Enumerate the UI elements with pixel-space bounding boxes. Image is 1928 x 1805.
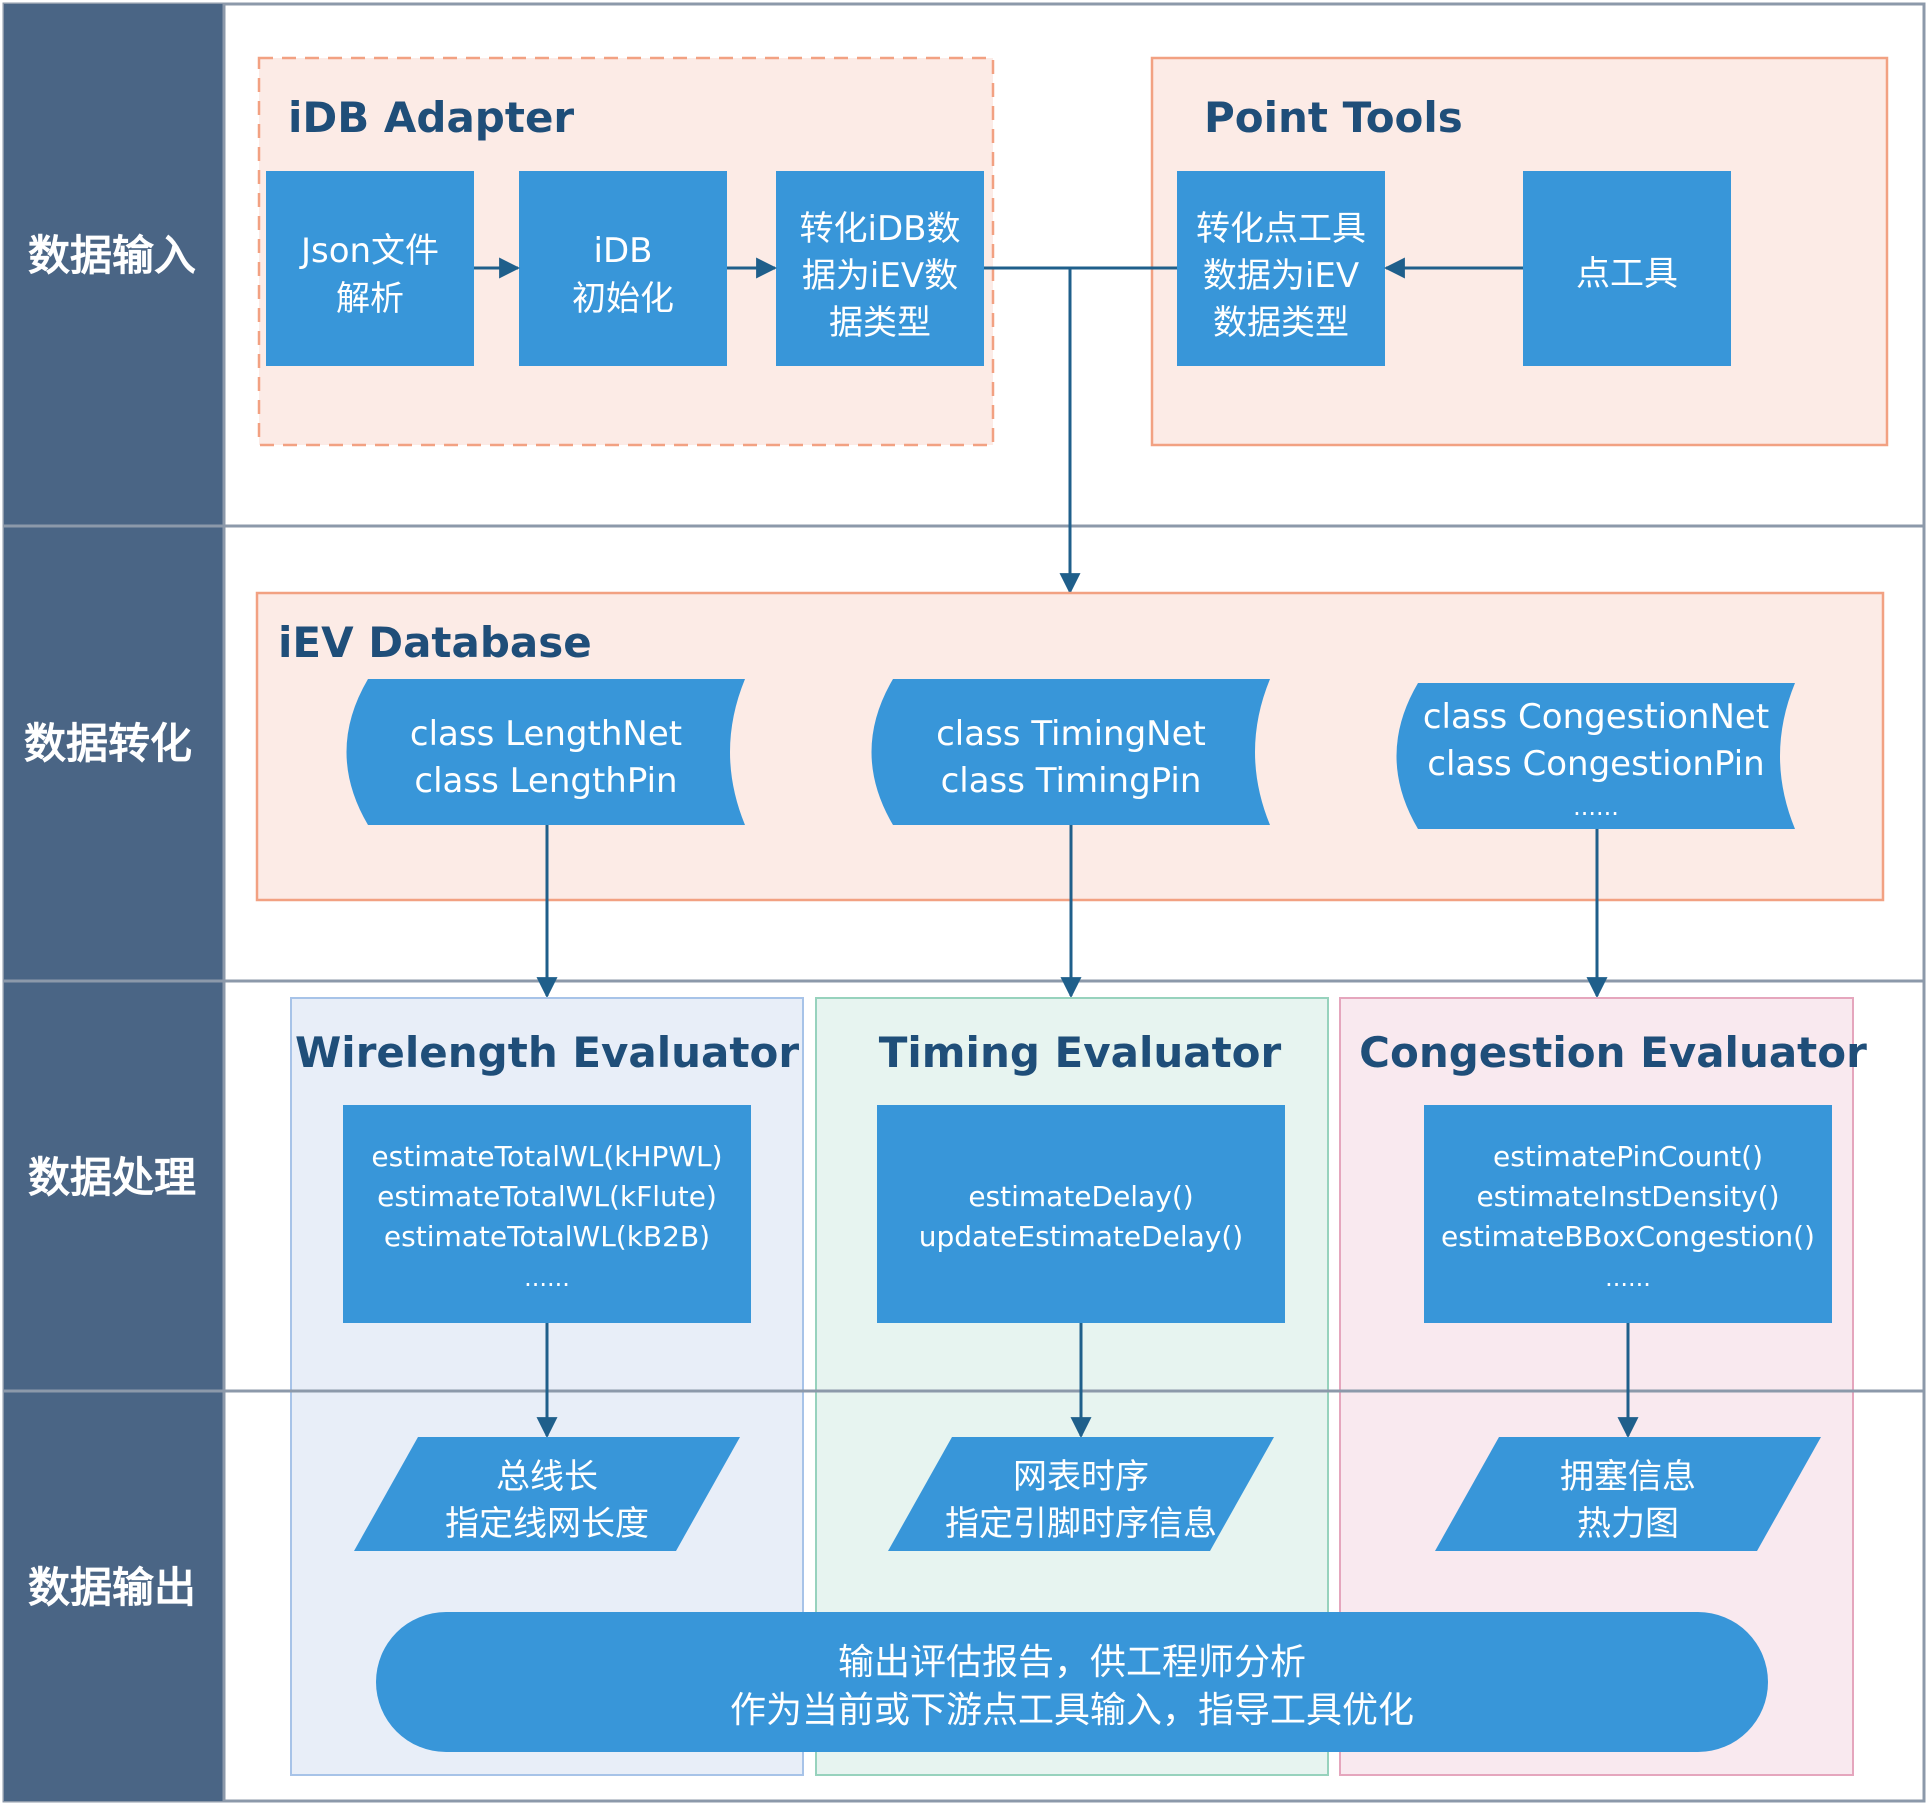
timing-class-line-2: class TimingPin — [941, 761, 1202, 801]
timing-output-line-2: 指定引脚时序信息 — [945, 1504, 1217, 1544]
idb-adapter-title: iDB Adapter — [288, 93, 574, 142]
point-tool-box — [1523, 171, 1731, 366]
congestion-class-store — [1396, 683, 1795, 829]
convert-point-line-1: 转化点工具 — [1196, 209, 1366, 249]
point-tools-title: Point Tools — [1204, 93, 1463, 142]
congestion-evaluator: Congestion Evaluator estimatePinCount() … — [1359, 1028, 1867, 1551]
wirelength-evaluator: Wirelength Evaluator estimateTotalWL(kHP… — [295, 1028, 799, 1551]
idb-adapter-group: iDB Adapter Json文件 解析 iDB 初始化 转化iDB数 据为i… — [257, 56, 995, 447]
convert-idb-box — [776, 171, 984, 366]
congestion-methods-box — [1424, 1105, 1832, 1323]
lane-label-output: 数据输出 — [28, 1563, 196, 1612]
json-parse-line-2: 解析 — [336, 279, 404, 319]
lane-label-input: 数据输入 — [28, 231, 196, 280]
lane-column — [4, 4, 224, 1801]
idb-init-box — [519, 171, 727, 366]
report-pill — [376, 1612, 1768, 1752]
congestion-output-line-2: 热力图 — [1577, 1504, 1679, 1544]
convert-idb-line-3: 据类型 — [829, 303, 931, 343]
timing-class-store — [871, 679, 1270, 825]
timing-method-1: estimateDelay() — [968, 1180, 1193, 1213]
wirelength-method-3: estimateTotalWL(kB2B) — [384, 1220, 710, 1253]
point-tools-group: Point Tools 转化点工具 数据为iEV 数据类型 点工具 — [1150, 56, 1889, 447]
wirelength-output-line-1: 总线长 — [496, 1457, 598, 1497]
length-class-line-2: class LengthPin — [414, 761, 677, 801]
congestion-method-2: estimateInstDensity() — [1476, 1180, 1779, 1213]
timing-class-line-1: class TimingNet — [936, 714, 1206, 754]
wirelength-method-1: estimateTotalWL(kHPWL) — [371, 1140, 722, 1173]
timing-method-2: updateEstimateDelay() — [919, 1220, 1243, 1253]
convert-point-box — [1177, 171, 1385, 366]
timing-evaluator: Timing Evaluator estimateDelay() updateE… — [877, 1028, 1285, 1551]
wirelength-method-more: ...... — [524, 1264, 570, 1292]
report-line-2: 作为当前或下游点工具输入，指导工具优化 — [730, 1690, 1414, 1731]
congestion-class-more: ...... — [1573, 793, 1619, 821]
congestion-output-line-1: 拥塞信息 — [1560, 1457, 1696, 1497]
congestion-method-3: estimateBBoxCongestion() — [1441, 1220, 1815, 1253]
wirelength-method-2: estimateTotalWL(kFlute) — [377, 1180, 717, 1213]
json-parse-box — [266, 171, 474, 366]
report-group: 输出评估报告，供工程师分析 作为当前或下游点工具输入，指导工具优化 — [376, 1612, 1768, 1752]
timing-title: Timing Evaluator — [879, 1028, 1282, 1077]
congestion-title: Congestion Evaluator — [1359, 1028, 1867, 1077]
convert-point-line-2: 数据为iEV — [1203, 256, 1359, 296]
congestion-class-line-2: class CongestionPin — [1427, 744, 1764, 784]
convert-idb-line-2: 据为iEV数 — [802, 256, 958, 296]
timing-output-line-1: 网表时序 — [1013, 1457, 1149, 1497]
wirelength-title: Wirelength Evaluator — [295, 1028, 799, 1077]
length-class-line-1: class LengthNet — [410, 714, 682, 754]
timing-methods-box — [877, 1105, 1285, 1323]
iev-database-title: iEV Database — [278, 618, 592, 667]
length-class-store — [346, 679, 745, 825]
timing-output-shape — [888, 1437, 1274, 1551]
congestion-class-line-1: class CongestionNet — [1423, 697, 1769, 737]
report-line-1: 输出评估报告，供工程师分析 — [838, 1642, 1306, 1683]
congestion-method-1: estimatePinCount() — [1493, 1140, 1763, 1173]
congestion-output-shape — [1435, 1437, 1821, 1551]
wirelength-methods-box — [343, 1105, 751, 1323]
point-tool-label: 点工具 — [1576, 254, 1678, 294]
idb-init-line-1: iDB — [594, 231, 653, 271]
idb-init-line-2: 初始化 — [572, 279, 674, 319]
lane-label-transform: 数据转化 — [24, 719, 192, 768]
convert-point-line-3: 数据类型 — [1213, 303, 1349, 343]
congestion-method-more: ...... — [1605, 1264, 1651, 1292]
wirelength-output-line-2: 指定线网长度 — [445, 1504, 649, 1544]
lane-label-process: 数据处理 — [28, 1153, 196, 1202]
convert-idb-line-1: 转化iDB数 — [800, 209, 961, 249]
json-parse-line-1: Json文件 — [299, 231, 439, 271]
wirelength-output-shape — [354, 1437, 740, 1551]
